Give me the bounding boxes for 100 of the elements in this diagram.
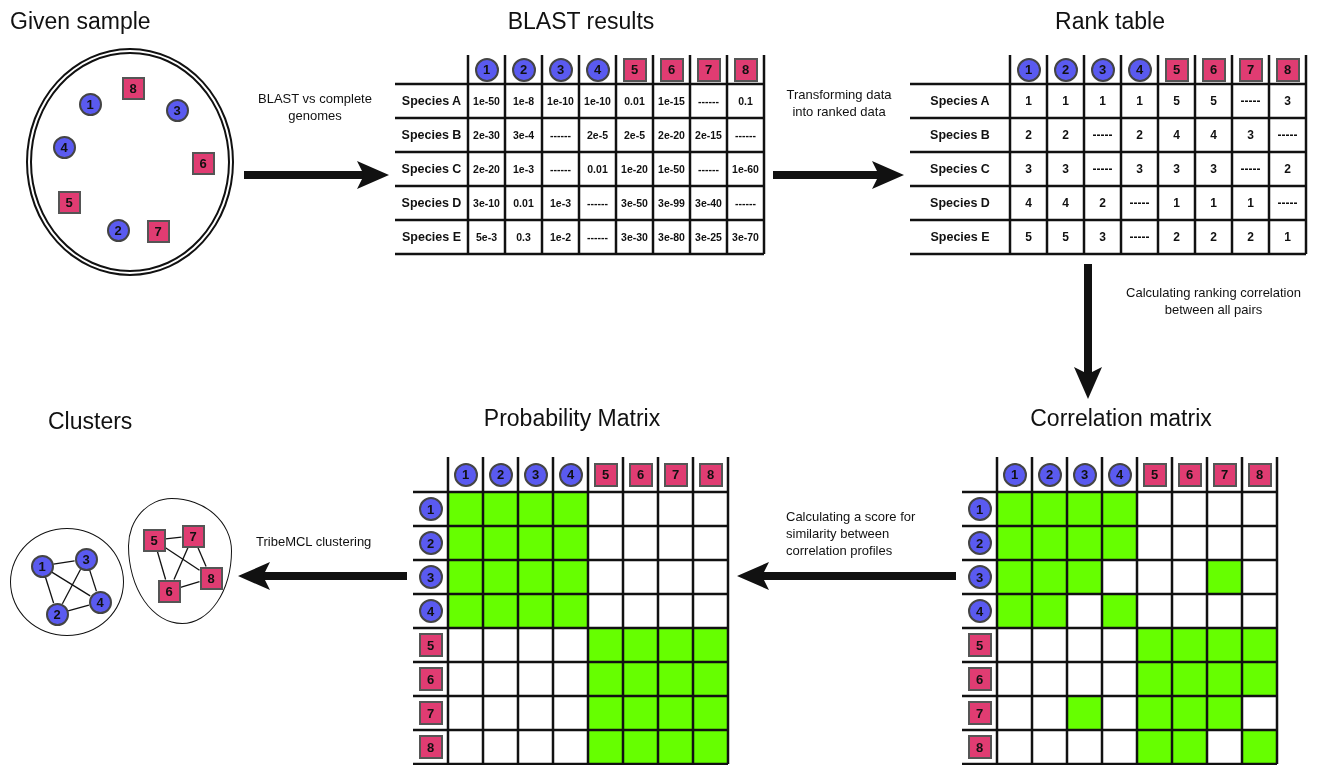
numbered-square: 8 [1275, 57, 1300, 82]
table-cell: 3e-4 [513, 129, 534, 141]
table-cell: ----- [1129, 196, 1150, 210]
numbered-circle: 2 [1037, 462, 1062, 487]
table-cell: ------ [698, 163, 719, 175]
table-cell: ------ [698, 95, 719, 107]
numbered-circle: 4 [418, 599, 443, 623]
connector-line [44, 576, 55, 604]
table-cell: 2e-5 [624, 129, 645, 141]
table-cell: ----- [1277, 196, 1298, 210]
table-cell: 3 [1099, 230, 1106, 244]
table-cell: 1e-3 [513, 163, 534, 175]
numbered-square: 6 [157, 579, 181, 603]
numbered-square: 5 [418, 633, 443, 657]
connector-line [156, 550, 167, 581]
panel-title: Given sample [10, 8, 151, 35]
table-cell: 2 [1062, 128, 1069, 142]
table-cell: 2 [1136, 128, 1143, 142]
row-header: Species B [401, 128, 462, 142]
numbered-square: 8 [199, 566, 223, 590]
table-cell: 3e-70 [732, 231, 759, 243]
numbered-square: 8 [121, 76, 145, 100]
table-cell: 3 [1210, 162, 1217, 176]
numbered-circle: 2 [418, 531, 443, 555]
numbered-square: 7 [696, 57, 721, 82]
table-cell: 3e-30 [621, 231, 648, 243]
numbered-square: 8 [418, 735, 443, 759]
table-cell: 1e-10 [584, 95, 611, 107]
row-header: Species D [930, 196, 990, 210]
connector-line [197, 546, 207, 568]
numbered-circle: 4 [1107, 462, 1132, 487]
numbered-square: 5 [622, 57, 647, 82]
table-cell: 2 [1099, 196, 1106, 210]
numbered-square: 6 [1201, 57, 1226, 82]
panel-title: Clusters [48, 408, 133, 435]
table-cell: 3e-40 [695, 197, 722, 209]
connector-line [173, 546, 189, 581]
table-cell: 0.01 [587, 163, 608, 175]
table-cell: 1 [1099, 94, 1106, 108]
table-cell: ----- [1092, 128, 1113, 142]
numbered-square: 8 [967, 735, 992, 759]
panel-title: Correlation matrix [1030, 405, 1212, 432]
table-cell: 1e-8 [513, 95, 534, 107]
table-cell: ----- [1240, 162, 1261, 176]
numbered-circle: 4 [88, 590, 112, 614]
table-cell: 1e-2 [550, 231, 571, 243]
numbered-circle: 3 [1090, 57, 1115, 82]
numbered-circle: 2 [511, 57, 536, 82]
numbered-circle: 2 [488, 462, 513, 487]
connector-line [164, 547, 201, 571]
table-cell: 3 [1136, 162, 1143, 176]
numbered-square: 5 [1164, 57, 1189, 82]
table-cell: 2 [1025, 128, 1032, 142]
row-header: Species E [401, 230, 462, 244]
numbered-circle: 1 [30, 554, 54, 578]
table-cell: 2e-20 [658, 129, 685, 141]
connector-line [164, 536, 183, 540]
table-cell: 1e-20 [621, 163, 648, 175]
table-cell: 0.01 [513, 197, 534, 209]
table-cell: 1 [1284, 230, 1291, 244]
table-cell: 4 [1025, 196, 1032, 210]
row-header: Species A [401, 94, 462, 108]
numbered-square: 5 [1142, 462, 1167, 487]
connector-line [179, 580, 201, 589]
table-cell: 2 [1173, 230, 1180, 244]
numbered-square: 6 [628, 462, 653, 487]
table-cell: 1e-50 [473, 95, 500, 107]
numbered-circle: 1 [418, 497, 443, 521]
table-cell: ----- [1092, 162, 1113, 176]
table-cell: 1e-3 [550, 197, 571, 209]
numbered-circle: 2 [967, 531, 992, 555]
table-cell: 3e-50 [621, 197, 648, 209]
table-cell: 1 [1025, 94, 1032, 108]
numbered-circle: 2 [45, 602, 69, 626]
numbered-square: 6 [659, 57, 684, 82]
numbered-circle: 3 [74, 547, 98, 571]
numbered-circle: 1 [474, 57, 499, 82]
numbered-square: 7 [663, 462, 688, 487]
table-cell: 2e-30 [473, 129, 500, 141]
table-cell: 1 [1210, 196, 1217, 210]
table-cell: 5 [1062, 230, 1069, 244]
row-header: Species B [930, 128, 990, 142]
numbered-square: 5 [593, 462, 618, 487]
table-cell: 0.1 [738, 95, 753, 107]
numbered-circle: 3 [523, 462, 548, 487]
numbered-square: 5 [57, 190, 81, 214]
table-cell: 2 [1284, 162, 1291, 176]
table-cell: 3e-99 [658, 197, 685, 209]
numbered-circle: 4 [52, 135, 76, 159]
connector-line [52, 560, 76, 565]
numbered-square: 8 [733, 57, 758, 82]
table-cell: 3 [1247, 128, 1254, 142]
table-cell: 4 [1062, 196, 1069, 210]
table-cell: 3 [1062, 162, 1069, 176]
table-cell: 4 [1210, 128, 1217, 142]
table-cell: 3 [1284, 94, 1291, 108]
table-cell: 1e-10 [547, 95, 574, 107]
numbered-circle: 4 [967, 599, 992, 623]
connector-line [51, 571, 91, 597]
table-cell: ----- [1277, 128, 1298, 142]
